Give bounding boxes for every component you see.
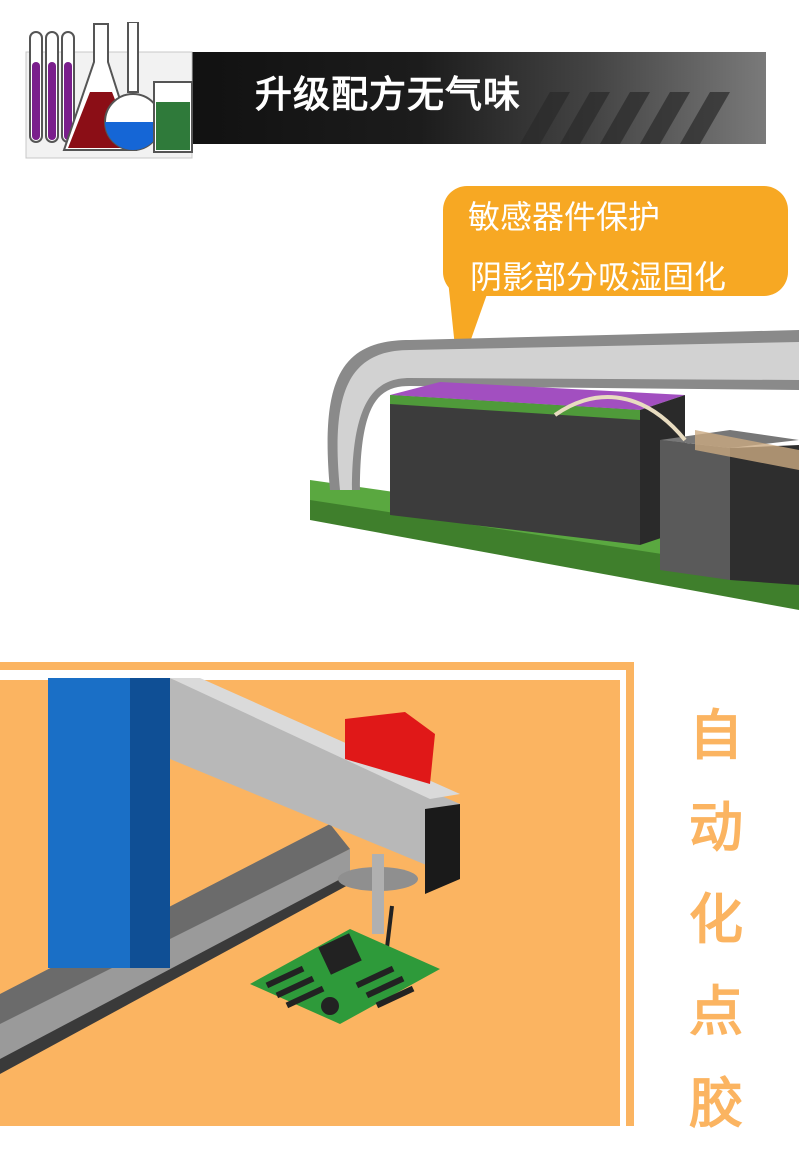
section-border-top	[0, 662, 634, 670]
vertical-title-char: 动	[689, 796, 743, 859]
dispensing-robot-illustration	[0, 678, 460, 1074]
title-banner	[190, 52, 766, 144]
vertical-title-char: 自	[689, 704, 743, 767]
callout-line-2: 阴影部分吸湿固化	[470, 258, 727, 296]
section-border-right	[626, 662, 634, 1126]
vertical-title-char: 胶	[689, 1072, 743, 1135]
pcb-coating-illustration	[310, 330, 799, 610]
banner-texture	[520, 92, 730, 144]
banner-title: 升级配方无气味	[255, 73, 521, 116]
vertical-title-char: 化	[689, 888, 743, 951]
vertical-title-char: 点	[689, 980, 743, 1043]
callout-line-1: 敏感器件保护	[468, 198, 661, 236]
vertical-title: 自 动 化 点 胶	[676, 690, 756, 1150]
callout-bubble	[443, 186, 788, 296]
lab-glassware-icon	[25, 22, 193, 159]
